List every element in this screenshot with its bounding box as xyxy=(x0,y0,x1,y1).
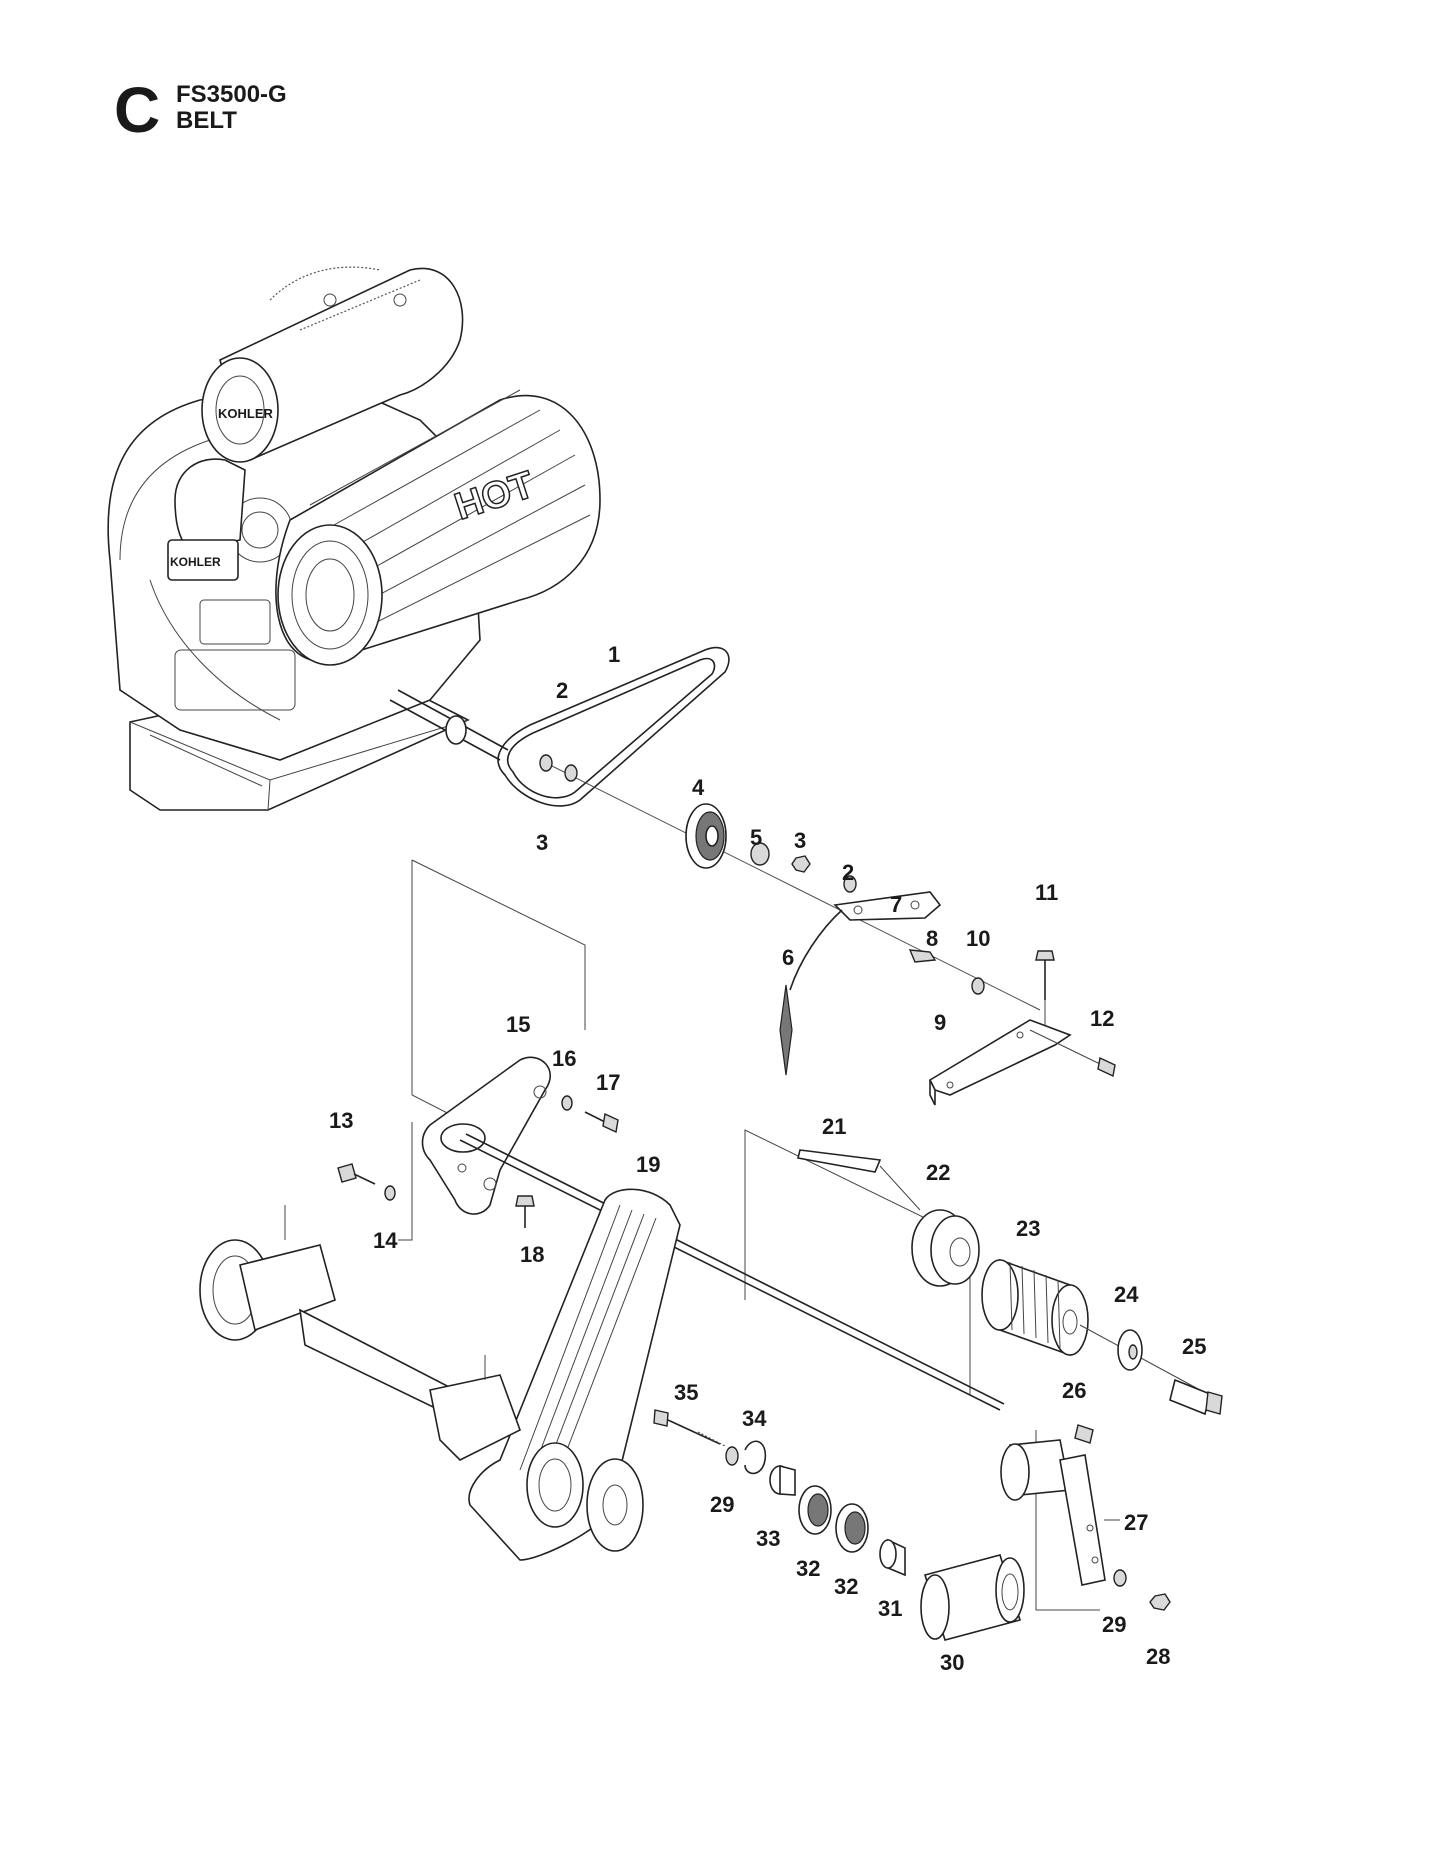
callout-35: 35 xyxy=(674,1380,698,1405)
callout-13: 13 xyxy=(329,1108,353,1133)
model-number: FS3500-G xyxy=(176,81,287,108)
callout-numbers: 1 2 3 4 5 3 2 7 8 6 10 11 9 12 15 16 17 … xyxy=(329,642,1206,1675)
idler-pulley xyxy=(685,803,727,869)
callout-6: 6 xyxy=(782,945,794,970)
callout-22: 22 xyxy=(926,1160,950,1185)
callout-18: 18 xyxy=(520,1242,544,1267)
callout-24: 24 xyxy=(1114,1282,1139,1307)
assembly-name: BELT xyxy=(176,107,237,134)
callout-15: 15 xyxy=(506,1012,530,1037)
callout-9: 9 xyxy=(934,1010,946,1035)
section-letter: C xyxy=(114,74,161,146)
callout-23: 23 xyxy=(1016,1216,1040,1241)
callout-2b: 2 xyxy=(842,860,854,885)
callout-32b: 32 xyxy=(834,1574,858,1599)
callout-14: 14 xyxy=(373,1228,398,1253)
callout-16: 16 xyxy=(552,1046,576,1071)
callout-29: 29 xyxy=(710,1492,734,1517)
callout-34: 34 xyxy=(742,1406,767,1431)
mounting-bracket xyxy=(928,1019,1072,1106)
cylinder-head: HOT xyxy=(275,389,601,666)
callout-32: 32 xyxy=(796,1556,820,1581)
callout-7: 7 xyxy=(890,892,902,917)
callout-4: 4 xyxy=(692,775,705,800)
callout-19: 19 xyxy=(636,1152,660,1177)
kohler-logo: KOHLER xyxy=(218,406,274,421)
callout-33: 33 xyxy=(756,1526,780,1551)
drive-axle xyxy=(199,1205,644,1552)
drive-assembly xyxy=(199,1056,1223,1641)
callout-2: 2 xyxy=(556,678,568,703)
bearings xyxy=(798,1485,869,1553)
callout-12: 12 xyxy=(1090,1006,1114,1031)
page-header: C FS3500-G BELT xyxy=(114,78,374,148)
callout-10: 10 xyxy=(966,926,990,951)
callout-28: 28 xyxy=(1146,1644,1170,1669)
callout-29b: 29 xyxy=(1102,1612,1126,1637)
callout-30: 30 xyxy=(940,1650,964,1675)
callout-11: 11 xyxy=(1035,880,1058,905)
callout-5: 5 xyxy=(750,825,762,850)
callout-31: 31 xyxy=(878,1596,902,1621)
callout-3b: 3 xyxy=(794,828,806,853)
grooved-pulley xyxy=(981,1258,1089,1357)
callout-8: 8 xyxy=(926,926,938,951)
air-cleaner: KOHLER xyxy=(201,266,464,463)
callout-25: 25 xyxy=(1182,1334,1206,1359)
engine-illustration: HOT KOHLER KOHLER xyxy=(107,266,601,811)
callout-3: 3 xyxy=(536,830,548,855)
callout-21: 21 xyxy=(822,1114,846,1139)
engine-belt-assembly xyxy=(497,646,1116,1106)
kohler-plate-label: KOHLER xyxy=(170,555,221,569)
callout-26: 26 xyxy=(1062,1378,1086,1403)
callout-17: 17 xyxy=(596,1070,620,1095)
callout-27: 27 xyxy=(1124,1510,1148,1535)
callout-1: 1 xyxy=(608,642,620,667)
